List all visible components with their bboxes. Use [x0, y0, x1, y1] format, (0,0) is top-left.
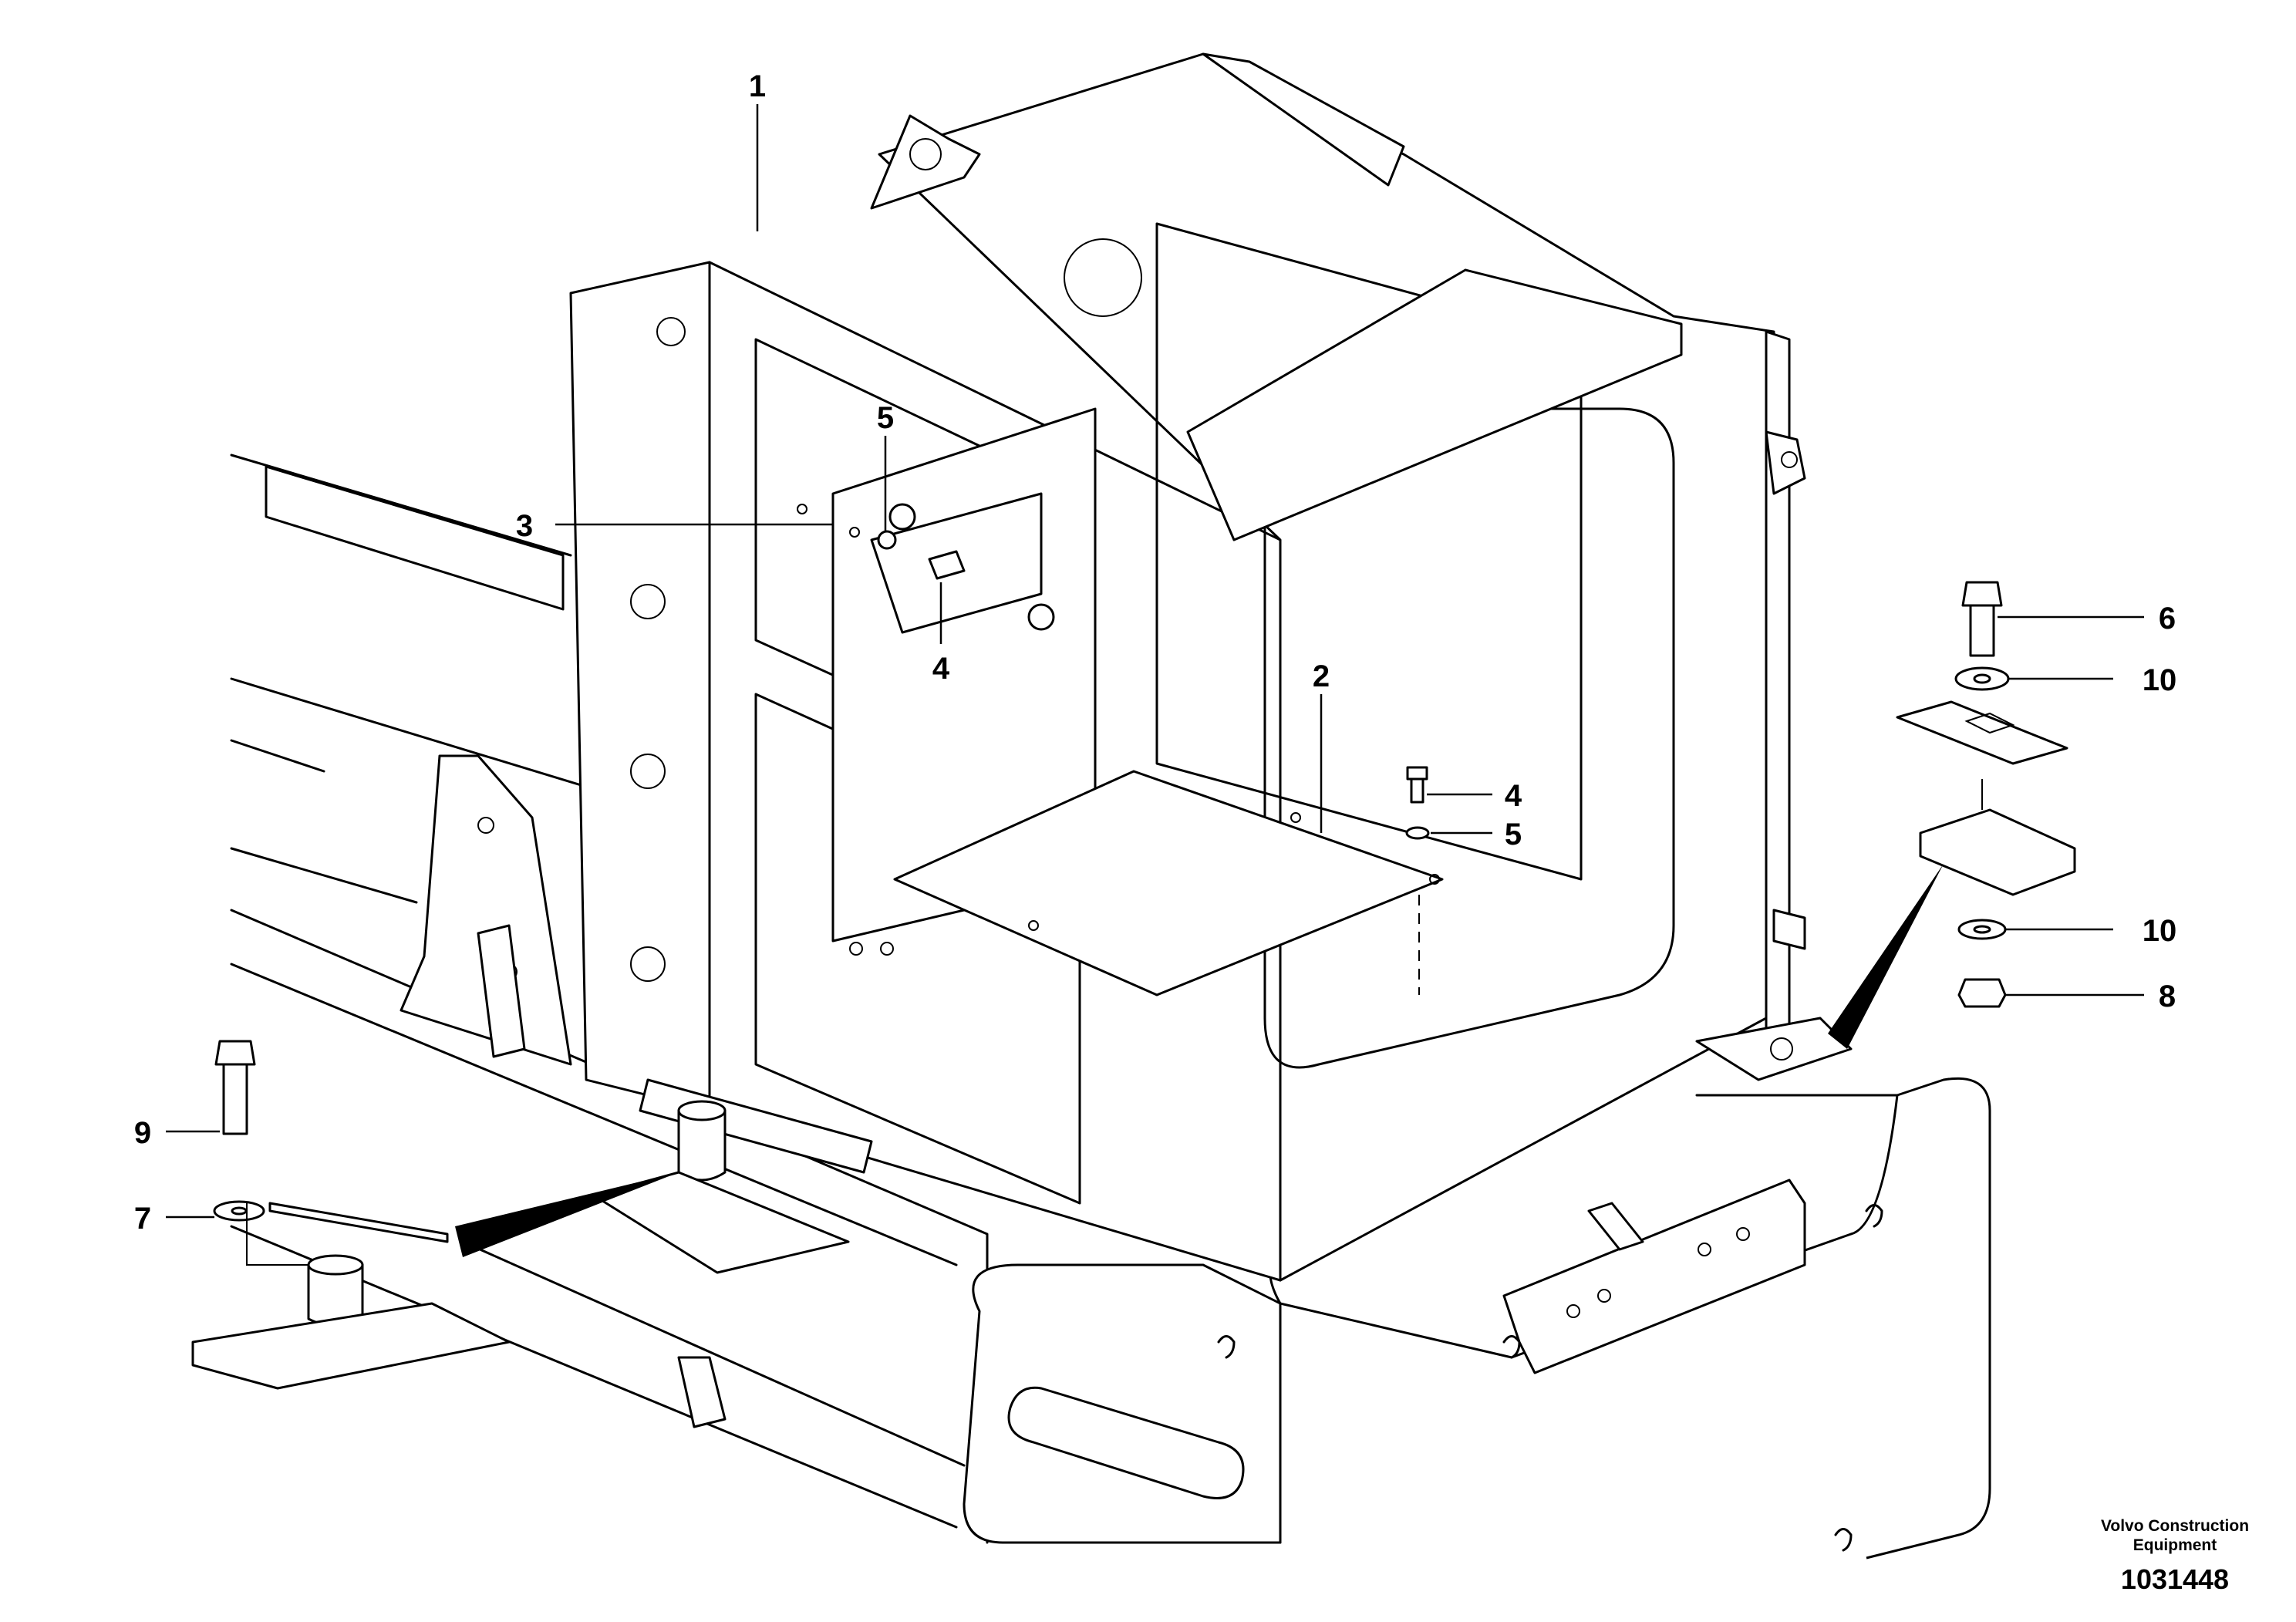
base-frame: [230, 454, 1991, 1560]
callout-5a: 5: [877, 401, 894, 435]
callout-9: 9: [134, 1116, 151, 1150]
callout-4b: 4: [1505, 779, 1522, 813]
credit-line-1: Volvo Construction: [2101, 1517, 2249, 1535]
credit-line-2: Equipment: [2133, 1536, 2217, 1554]
callout-10b: 10: [2143, 914, 2177, 948]
floor-plate: [893, 770, 1444, 996]
callout-3: 3: [516, 509, 533, 543]
callout-7: 7: [134, 1202, 151, 1236]
callout-10a: 10: [2143, 663, 2177, 697]
drawing-number: 1031448: [2121, 1563, 2229, 1595]
view-arrow-left: [455, 1172, 679, 1257]
mounting-plate: [797, 407, 1097, 956]
view-arrow-right: [1828, 864, 1944, 1049]
cab-frame: [569, 52, 1853, 1282]
view-arrows: [455, 864, 1944, 1257]
footer: Volvo Construction Equipment 1031448: [2101, 1517, 2249, 1595]
callout-4a: 4: [932, 652, 950, 686]
callout-1: 1: [749, 69, 766, 103]
callouts: 1 2 3 4 4 5 5 6 7 8 9 10 10: [134, 69, 2176, 1236]
leader-lines: [166, 104, 2144, 1219]
callout-6: 6: [2159, 602, 2176, 636]
callout-8: 8: [2159, 980, 2176, 1013]
callout-2: 2: [1313, 659, 1330, 693]
callout-5b: 5: [1505, 818, 1522, 851]
